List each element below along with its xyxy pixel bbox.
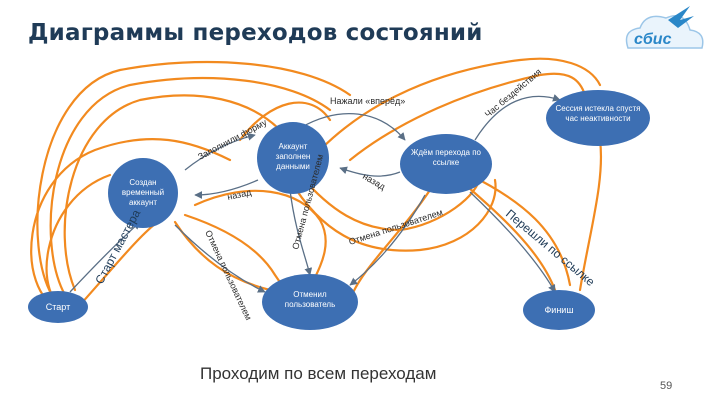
bird-icon bbox=[668, 6, 694, 28]
node-temp-account: Создан временный аккаунт bbox=[108, 158, 178, 228]
arrow-next-to-filled bbox=[339, 166, 401, 177]
arrow-filled-to-next bbox=[299, 112, 406, 141]
svg-text:Финиш: Финиш bbox=[544, 305, 573, 315]
arrow-filled-to-cancel bbox=[289, 189, 313, 276]
edge-label-start-wizard: Старт мастера bbox=[92, 207, 143, 286]
state-nodes: Старт Создан временный аккаунт Аккаунт з… bbox=[28, 90, 650, 330]
arrow-start-to-temp bbox=[69, 221, 141, 293]
test-path bbox=[288, 178, 497, 252]
test-path bbox=[63, 94, 282, 292]
arrow-next-to-finish bbox=[469, 191, 556, 293]
test-path bbox=[578, 138, 603, 292]
logo-text: сбис bbox=[634, 31, 672, 48]
test-path bbox=[36, 60, 352, 302]
test-path bbox=[30, 137, 232, 312]
edge-label-hour-idle: Час бездействия bbox=[483, 67, 543, 120]
edge-label-followed-link: Перешли по ссылке bbox=[503, 207, 598, 290]
sbis-logo: сбис bbox=[625, 6, 704, 49]
test-path bbox=[468, 173, 572, 287]
test-path bbox=[458, 178, 557, 292]
test-path bbox=[238, 101, 332, 142]
node-temp-account-label: Создан временный аккаунт bbox=[121, 178, 165, 207]
node-start: Старт bbox=[28, 291, 88, 323]
page-number: 59 bbox=[660, 380, 673, 392]
edge-label-back-2: назад bbox=[361, 171, 388, 192]
cloud-bird-logo-icon bbox=[625, 15, 704, 49]
test-path-curves bbox=[30, 57, 603, 314]
arrow-next-to-session bbox=[474, 94, 561, 141]
slide-title: Диаграммы переходов состояний bbox=[28, 20, 483, 46]
edge-label-cancel-1: Отмена пользователем bbox=[203, 229, 254, 322]
node-cancelled: Отменил пользователь bbox=[262, 274, 358, 330]
arrow-next-to-cancel bbox=[349, 194, 426, 286]
node-session-expired-label: Сессия истекла спустя час неактивности bbox=[555, 104, 641, 123]
edge-label-cancel-3: Отмена пользователем bbox=[348, 207, 444, 247]
arrow-temp-to-filled bbox=[184, 132, 256, 171]
transition-arrows bbox=[69, 94, 561, 293]
node-next-visit: Ждём перехода по ссылке bbox=[400, 134, 492, 194]
node-next-visit-label: Ждём перехода по ссылке bbox=[410, 148, 482, 167]
test-path bbox=[49, 77, 332, 297]
edge-label-pressed-next: Нажали «вперёд» bbox=[330, 96, 405, 106]
test-path bbox=[348, 72, 587, 162]
test-path bbox=[318, 57, 602, 152]
node-session-expired: Сессия истекла спустя час неактивности bbox=[546, 90, 650, 146]
node-finish: Финиш bbox=[523, 290, 595, 330]
node-filled-account: Аккаунт заполнен данными bbox=[257, 122, 329, 194]
arrow-temp-to-cancel bbox=[174, 224, 266, 293]
node-cancelled-label: Отменил пользователь bbox=[284, 290, 336, 309]
slide-subtitle: Проходим по всем переходам bbox=[200, 364, 437, 383]
node-filled-account-label: Аккаунт заполнен данными bbox=[275, 142, 311, 171]
svg-text:Старт: Старт bbox=[46, 302, 70, 312]
arrow-filled-to-temp bbox=[194, 179, 259, 199]
